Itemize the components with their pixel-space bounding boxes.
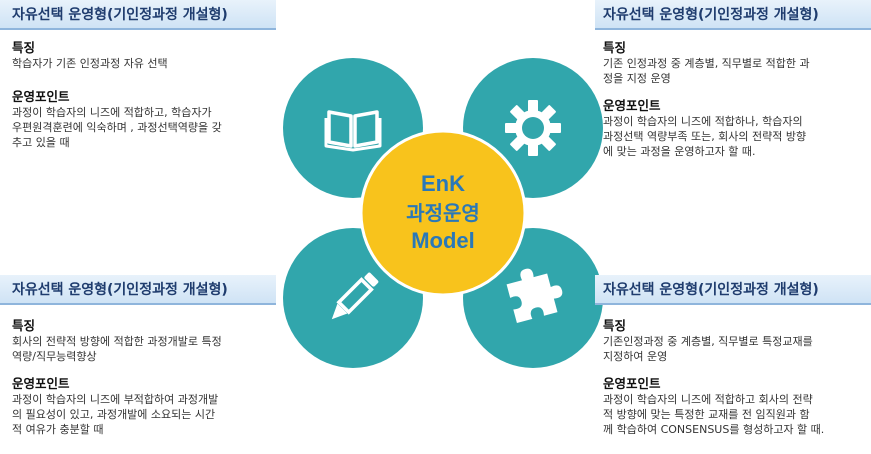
- feature-line: 지정하여 운영: [603, 350, 668, 363]
- center-circle: EnK 과정운영 Model: [359, 129, 527, 297]
- point-line: 적 방향에 맞는 특정한 교재를 전 임직원과 함: [603, 408, 810, 421]
- title-banner-top-left: 자유선택 운영형(기인정과정 개설형): [0, 0, 276, 30]
- center-line-1: EnK: [421, 171, 465, 196]
- text-block-bottom-left: 특징 회사의 전략적 방향에 적합한 과정개발로 특정 역량/직무능력향상 운영…: [12, 318, 280, 437]
- point-line: 우편원격훈련에 익숙하며 , 과정선택역량을 갖: [12, 121, 222, 134]
- feature-line: 정을 지정 운영: [603, 72, 671, 85]
- feature-line: 회사의 전략적 방향에 적합한 과정개발로 특정: [12, 335, 222, 348]
- pencil-icon: [331, 272, 379, 320]
- center-line-2: 과정운영: [406, 201, 480, 225]
- point-line: 과정선택 역량부족 또는, 회사의 전략적 방향: [603, 130, 807, 143]
- feature-line: 역량/직무능력향상: [12, 350, 97, 363]
- point-line: 과정이 학습자의 니즈에 적합하나, 학습자의: [603, 115, 803, 128]
- text-block-top-left: 특징 학습자가 기존 인정과정 자유 선택 운영포인트 과정이 학습자의 니즈에…: [12, 40, 280, 150]
- puzzle-icon: [506, 268, 563, 324]
- point-line: 과정이 학습자의 니즈에 적합하고 회사의 전략: [603, 393, 813, 406]
- text-block-bottom-right: 특징 기존인정과정 중 계층별, 직무별로 특정교재를 지정하여 운영 운영포인…: [603, 318, 869, 437]
- title-banner-bottom-right: 자유선택 운영형(기인정과정 개설형): [595, 275, 871, 305]
- point-line: 적 여유가 충분할 때: [12, 423, 104, 436]
- text-block-top-right: 특징 기존 인정과정 중 계층별, 직무별로 적합한 과 정을 지정 운영 운영…: [603, 40, 867, 159]
- point-heading-top-left: 운영포인트: [12, 89, 70, 104]
- point-line: 추고 있을 때: [12, 136, 70, 149]
- center-line-3: Model: [411, 228, 475, 253]
- feature-heading-top-right: 특징: [603, 40, 627, 55]
- point-line: 과정이 학습자의 니즈에 부적합하여 과정개발: [12, 393, 219, 406]
- title-banner-top-right: 자유선택 운영형(기인정과정 개설형): [595, 0, 871, 30]
- book-icon: [324, 110, 382, 152]
- feature-line: 기존인정과정 중 계층별, 직무별로 특정교재를: [603, 335, 813, 348]
- point-line: 께 학습하여 CONSENSUS를 형성하고자 할 때.: [603, 423, 825, 436]
- point-line: 과정이 학습자의 니즈에 적합하고, 학습자가: [12, 106, 212, 119]
- point-line: 에 맞는 과정을 운영하고자 할 때.: [603, 145, 756, 158]
- feature-heading-bottom-right: 특징: [603, 318, 627, 333]
- point-heading-bottom-right: 운영포인트: [603, 376, 661, 391]
- point-line: 의 필요성이 있고, 과정개발에 소요되는 시간: [12, 408, 216, 421]
- point-heading-bottom-left: 운영포인트: [12, 376, 70, 391]
- feature-heading-top-left: 특징: [12, 40, 36, 55]
- feature-heading-bottom-left: 특징: [12, 318, 36, 333]
- feature-line: 학습자가 기존 인정과정 자유 선택: [12, 57, 168, 70]
- title-banner-bottom-left: 자유선택 운영형(기인정과정 개설형): [0, 275, 276, 305]
- gear-icon: [505, 100, 561, 156]
- feature-line: 기존 인정과정 중 계층별, 직무별로 적합한 과: [603, 57, 810, 70]
- point-heading-top-right: 운영포인트: [603, 98, 661, 113]
